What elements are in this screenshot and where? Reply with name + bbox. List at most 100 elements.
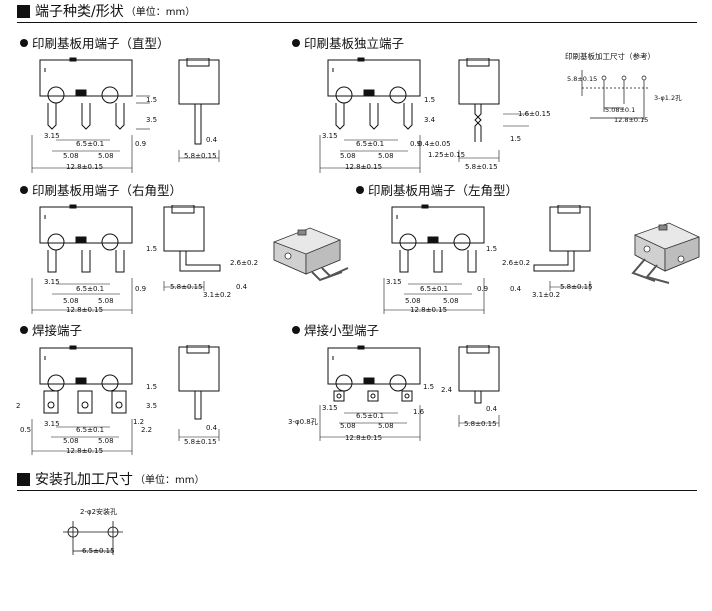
dim-3-15-right: 3.15 xyxy=(44,278,60,286)
subsection-label: 印刷基板用端子（左角型） xyxy=(368,183,519,198)
dim-0-9: 0.9 xyxy=(135,140,147,148)
dim-1-5-side: 1.5 xyxy=(510,135,522,143)
dim-1-5-solder: 1.5 xyxy=(146,383,158,391)
dim-0-4-left: 0.4 xyxy=(510,285,522,293)
pcb-ref-5-08: 5.08±0.1 xyxy=(605,106,636,114)
dim-12-8-solder: 12.8±0.15 xyxy=(66,447,104,455)
dim-3-5-solder: 3.5 xyxy=(146,402,158,410)
drawing-pcb-right-front xyxy=(31,204,133,314)
dim-3-4: 3.4 xyxy=(424,116,436,124)
bullet-dot xyxy=(356,185,364,194)
dim-5-08-b: 5.08 xyxy=(98,152,114,160)
dim-0-4-small: 0.4 xyxy=(486,405,498,413)
mount-hole-left xyxy=(47,86,65,104)
subsection-label: 印刷基板用端子（直型） xyxy=(32,36,170,51)
drawing-pcb-independent-side xyxy=(458,58,529,162)
dim-5-8-small: 5.8±0.15 xyxy=(464,420,497,428)
dim-5-08-indep-b: 5.08 xyxy=(378,152,394,160)
dim-5-08-right-a: 5.08 xyxy=(63,297,79,305)
section-unit-text: （单位：mm） xyxy=(135,475,205,486)
subsection-label: 印刷基板用端子（右角型） xyxy=(32,183,183,198)
subsection-solder-small: 焊接小型端子 xyxy=(292,320,379,339)
pcb-ref-hole: 3-φ1.2孔 xyxy=(654,94,682,102)
dim-1-5-indep: 1.5 xyxy=(424,96,436,104)
dim-0-9-right: 0.9 xyxy=(135,285,147,293)
bullet-dot xyxy=(292,38,300,47)
dim-5-08-right-b: 5.08 xyxy=(98,297,114,305)
drawing-pcb-right-side xyxy=(163,205,221,291)
dim-1-2-solder: 1.2 xyxy=(133,418,145,426)
dim-1-6: 1.6±0.15 xyxy=(518,110,551,118)
drawing-solder-side xyxy=(178,345,220,441)
bullet-dot xyxy=(20,325,28,334)
dim-6-5-solder: 6.5±0.1 xyxy=(76,426,105,434)
section-divider xyxy=(17,490,697,491)
dim-12-8-right: 12.8±0.15 xyxy=(66,306,104,314)
drawing-pcb-ref xyxy=(581,70,648,120)
switch-3d-illustration-left xyxy=(631,222,700,284)
dim-3-5: 3.5 xyxy=(146,116,158,124)
subsection-pcb-right: 印刷基板用端子（右角型） xyxy=(20,180,182,199)
dim-3-1-left: 3.1±0.2 xyxy=(532,291,561,299)
drawing-solder-front xyxy=(31,345,133,455)
dim-0-9-indep: 0.9 xyxy=(410,140,422,148)
dim-5-08-a: 5.08 xyxy=(63,152,79,160)
dim-2-4-small: 2.4 xyxy=(441,386,453,394)
dim-12-8-indep: 12.8±0.15 xyxy=(345,163,383,171)
section-title-text: 安装孔加工尺寸 xyxy=(35,472,133,488)
bullet-dot xyxy=(20,185,28,194)
dim-5-08-left-a: 5.08 xyxy=(405,297,421,305)
subsection-pcb-straight: 印刷基板用端子（直型） xyxy=(20,33,170,52)
dim-0-4-right: 0.4 xyxy=(236,283,248,291)
subsection-label: 焊接小型端子 xyxy=(304,323,380,338)
dim-2-6-left: 2.6±0.2 xyxy=(502,259,531,267)
dim-3-15-small: 3.15 xyxy=(322,404,338,412)
dim-3-1-right: 3.1±0.2 xyxy=(203,291,232,299)
section-unit-text: （单位：mm） xyxy=(125,7,196,18)
dim-5-8-left: 5.8±0.15 xyxy=(560,283,593,291)
drawing-pcb-straight-front xyxy=(31,57,150,173)
mount-pitch-label: 6.5±0.15 xyxy=(82,547,115,555)
dim-1-5-left: 1.5 xyxy=(486,245,498,253)
dim-1-5-small: 1.5 xyxy=(423,383,435,391)
mount-hole-right xyxy=(101,86,119,104)
pcb-ref-12-8: 12.8±0.15 xyxy=(614,116,649,124)
dim-2-6-right: 2.6±0.2 xyxy=(230,259,259,267)
dim-12-8: 12.8±0.15 xyxy=(66,163,104,171)
mount-hole-label: 2-φ2安装孔 xyxy=(80,508,118,516)
pcb-ref-title: 印刷基板加工尺寸（参考） xyxy=(565,52,655,61)
switch-3d-illustration-right xyxy=(273,227,349,282)
dim-1-25: 1.25±0.15 xyxy=(428,151,466,159)
subsection-pcb-left: 印刷基板用端子（左角型） xyxy=(356,180,518,199)
dim-3-15-indep: 3.15 xyxy=(322,132,338,140)
dim-6-5-right: 6.5±0.1 xyxy=(76,285,105,293)
dim-0-4-solder: 0.4 xyxy=(206,424,218,432)
drawing-pcb-independent-front xyxy=(319,57,421,173)
dim-0-5-solder: 0.5 xyxy=(20,426,32,434)
section-title-mount-holes: 安装孔加工尺寸 （单位：mm） xyxy=(17,472,204,488)
dim-6-5-small: 6.5±0.1 xyxy=(356,412,385,420)
section-marker-square xyxy=(17,5,30,18)
dim-5-08-indep-a: 5.08 xyxy=(340,152,356,160)
dim-0-9-left: 0.9 xyxy=(477,285,489,293)
dim-6-5-indep: 6.5±0.1 xyxy=(356,140,385,148)
subsection-label: 焊接端子 xyxy=(32,323,83,338)
drawing-mount-holes xyxy=(63,521,123,555)
dim-5-08-solder-a: 5.08 xyxy=(63,437,79,445)
dim-0-4: 0.4 xyxy=(206,136,218,144)
dim-6-5-left: 6.5±0.1 xyxy=(420,285,449,293)
section-divider xyxy=(17,22,697,23)
dim-5-08-left-b: 5.08 xyxy=(443,297,459,305)
subsection-pcb-independent: 印刷基板独立端子 xyxy=(292,33,404,52)
subsection-label: 印刷基板独立端子 xyxy=(304,36,405,51)
dim-5-08-small-a: 5.08 xyxy=(340,422,356,430)
subsection-solder: 焊接端子 xyxy=(20,320,82,339)
drawing-solder-small-side xyxy=(458,345,500,427)
dim-12-8-small: 12.8±0.15 xyxy=(345,434,383,442)
pcb-ref-5-8: 5.8±0.15 xyxy=(567,75,598,83)
dim-5-8: 5.8±0.15 xyxy=(184,152,217,160)
dim-3-15-left: 3.15 xyxy=(386,278,402,286)
section-title-text: 端子种类/形状 xyxy=(35,4,124,20)
section-marker-square xyxy=(17,473,30,486)
dim-2-solder: 2 xyxy=(16,402,21,410)
